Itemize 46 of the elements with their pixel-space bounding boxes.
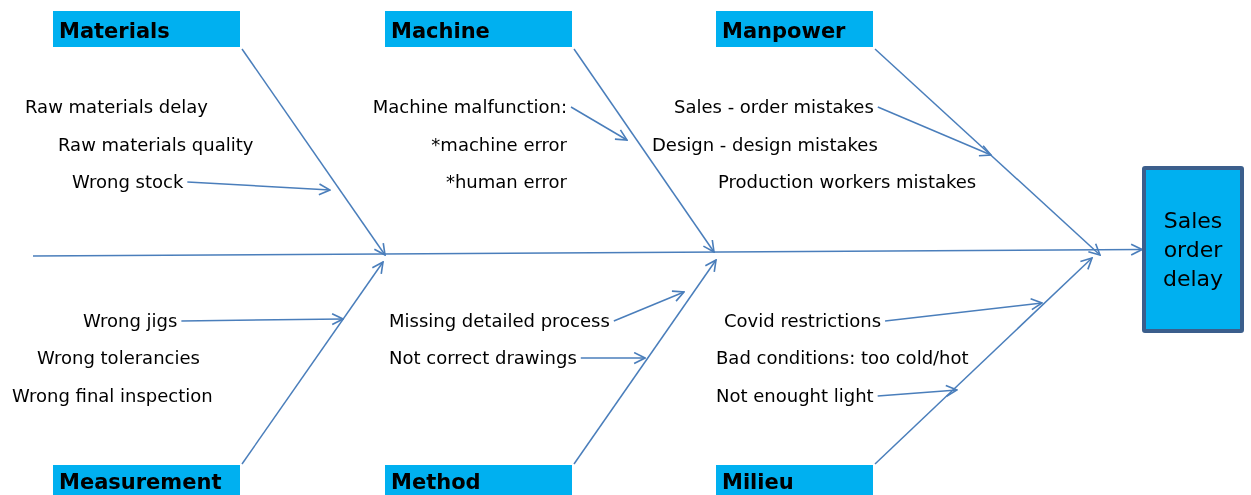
category-box xyxy=(385,465,572,495)
category-box xyxy=(716,465,873,495)
effect-box xyxy=(1142,166,1244,333)
cause-text: Machine malfunction: xyxy=(372,96,567,118)
category-label: Method xyxy=(391,470,481,494)
cause-text: *machine error xyxy=(431,134,567,156)
effect-label: Sales order delay xyxy=(1161,207,1225,293)
cause-text: Production workers mistakes xyxy=(718,171,977,193)
category-box xyxy=(385,11,572,47)
bone-arrow xyxy=(241,48,386,256)
arrow xyxy=(580,351,646,365)
arrow xyxy=(180,312,344,326)
bone-arrow xyxy=(573,259,717,465)
cause-text: Wrong stock xyxy=(72,171,184,193)
arrow xyxy=(884,298,1043,322)
category-label: Milieu xyxy=(722,470,794,494)
spine-arrow xyxy=(32,243,1143,257)
cause-text: Wrong jigs xyxy=(83,310,178,332)
cause-text: *human error xyxy=(445,171,567,193)
category-box xyxy=(716,11,873,47)
category-box xyxy=(53,465,240,495)
cause-text: Not correct drawings xyxy=(389,347,577,369)
cause-text: Design - design mistakes xyxy=(652,134,878,156)
arrow xyxy=(613,290,685,322)
cause-text: Raw materials quality xyxy=(58,134,254,156)
cause-text: Wrong tolerancies xyxy=(37,347,200,369)
cause-text: Bad conditions: too cold/hot xyxy=(716,347,969,369)
bone-arrow xyxy=(874,257,1093,465)
category-label: Manpower xyxy=(722,19,846,43)
cause-text: Covid restrictions xyxy=(724,310,882,332)
cause-text: Wrong final inspection xyxy=(12,385,213,407)
arrow xyxy=(570,106,628,141)
cause-text: Sales - order mistakes xyxy=(674,96,874,118)
cause-text: Raw materials delay xyxy=(25,96,208,118)
cause-text: Missing detailed process xyxy=(389,310,610,332)
category-label: Measurement xyxy=(59,470,222,494)
bone-arrow xyxy=(573,48,715,253)
arrow xyxy=(186,181,331,196)
bone-arrow xyxy=(241,261,384,465)
category-box xyxy=(53,11,240,47)
arrow xyxy=(877,106,992,157)
cause-text: Not enought light xyxy=(716,385,874,407)
arrow xyxy=(876,384,958,398)
category-label: Materials xyxy=(59,19,170,43)
category-label: Machine xyxy=(391,19,490,43)
bone-arrow xyxy=(874,48,1101,256)
